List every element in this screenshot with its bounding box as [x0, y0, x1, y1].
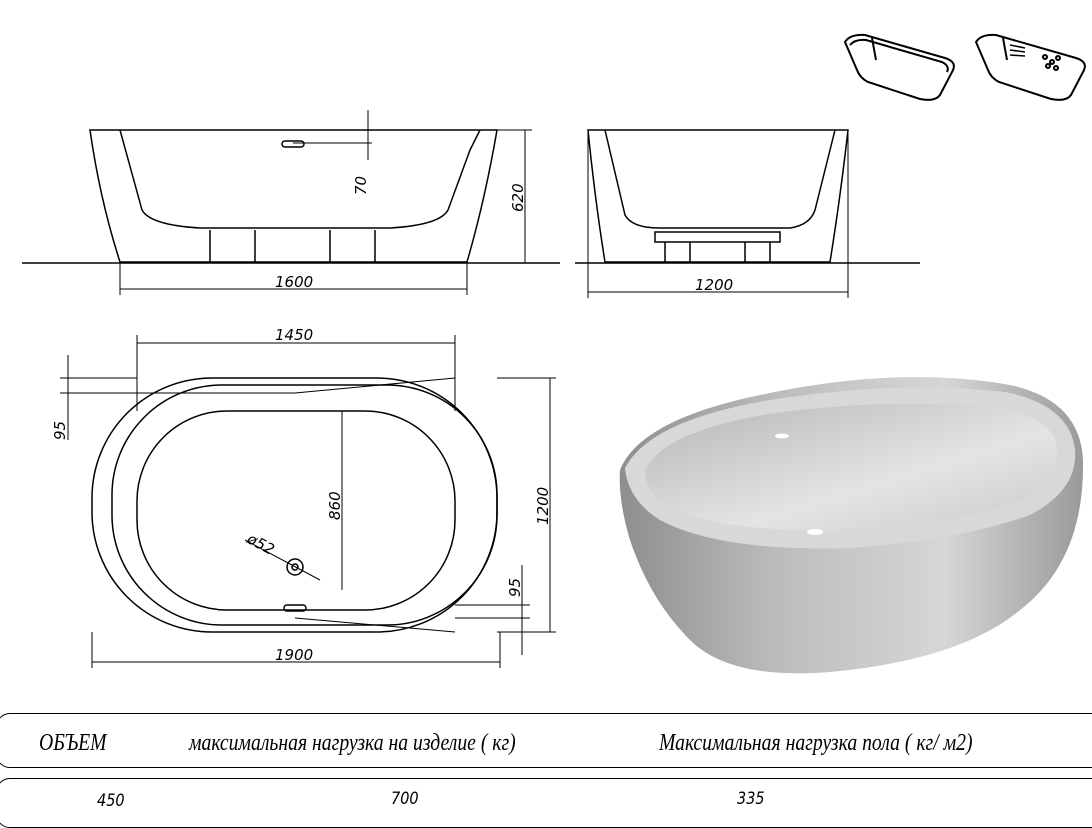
dim-860: 860 [326, 491, 344, 520]
plan-view [60, 335, 556, 668]
dim-1600: 1600 [275, 273, 313, 291]
value-max-load-product: 700 [391, 789, 419, 809]
dim-95-right: 95 [506, 578, 524, 597]
side-view [575, 129, 920, 298]
dim-1450: 1450 [275, 326, 313, 344]
dim-70: 70 [352, 176, 370, 195]
value-volume: 450 [97, 791, 125, 811]
specs-values-row: 450 700 335 [0, 778, 1092, 828]
dim-620: 620 [509, 183, 527, 212]
header-max-load-product: максимальная нагрузка на изделие ( кг) [189, 730, 516, 756]
dim-1900: 1900 [275, 646, 313, 664]
dim-1200-plan: 1200 [534, 487, 552, 525]
dim-95-left: 95 [51, 421, 69, 440]
front-view [22, 110, 560, 295]
bathtub-icon [843, 33, 955, 101]
hydromassage-bathtub-icon [974, 33, 1086, 101]
specs-header-row: ОБЪЕМ максимальная нагрузка на изделие (… [0, 713, 1092, 768]
header-volume: ОБЪЕМ [39, 730, 107, 756]
value-max-load-floor: 335 [737, 789, 765, 809]
dim-1200-side: 1200 [695, 276, 733, 294]
bathtub-render [619, 377, 1084, 674]
header-max-load-floor: Максимальная нагрузка пола ( кг/ м2) [659, 730, 973, 756]
